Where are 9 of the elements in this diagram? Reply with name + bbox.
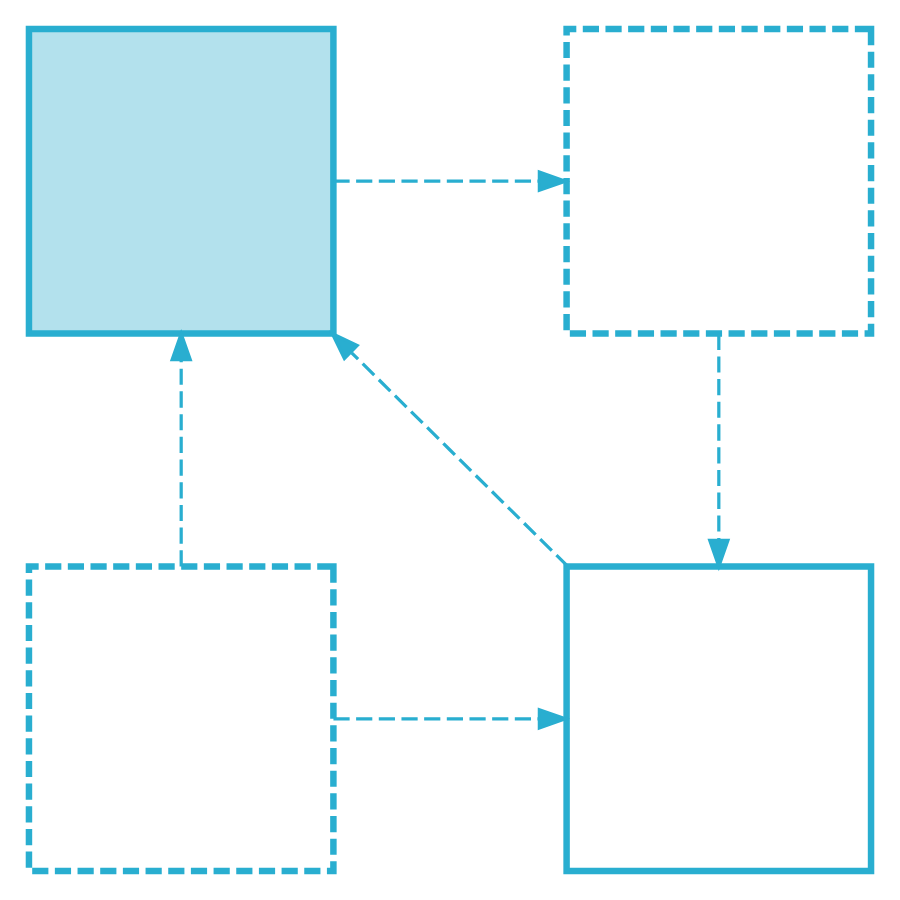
arrow	[707, 333, 731, 572]
node-box	[25, 25, 337, 337]
arrow	[169, 328, 193, 567]
node-box	[25, 563, 337, 875]
node-box	[563, 563, 875, 875]
arrow	[333, 707, 571, 731]
arrow	[333, 169, 571, 193]
node-box	[563, 25, 875, 337]
arrow	[328, 330, 569, 568]
